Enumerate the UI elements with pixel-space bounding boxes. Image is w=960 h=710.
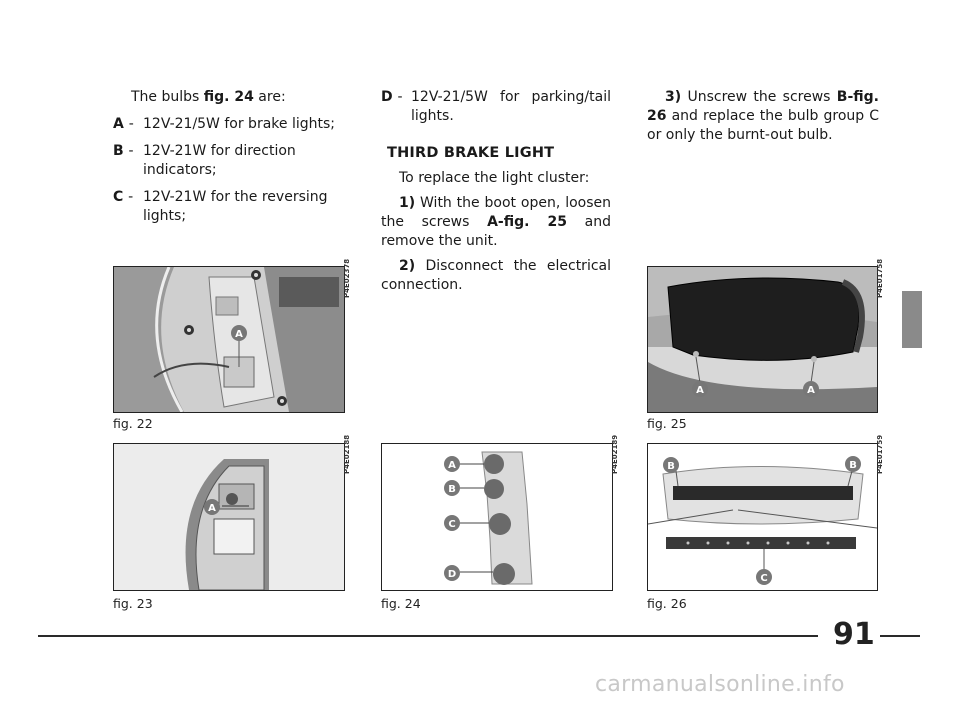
fig23-code: P4E02188 [343, 434, 351, 474]
column-2: D - 12V-21/5W for parking/tail lights. T… [381, 88, 611, 301]
svg-text:A: A [807, 385, 815, 396]
fig26-caption: fig. 26 [647, 596, 687, 611]
svg-text:A: A [448, 460, 456, 471]
callout-c [444, 515, 460, 531]
bulbs-intro: The bulbs fig. 24 are: [131, 89, 286, 105]
intro-text: To replace the light cluster: [399, 170, 590, 186]
step-3: 3) Unscrew the screws B-fig. 26 and repl… [647, 89, 879, 143]
svg-text:B: B [448, 484, 456, 495]
callout-a1 [692, 381, 708, 397]
svg-text:B: B [667, 461, 675, 472]
footer-rule-left [38, 635, 818, 637]
callout-a [231, 325, 247, 341]
svg-text:C: C [760, 573, 767, 584]
column-1: The bulbs fig. 24 are: A - 12V-21/5W for… [113, 88, 345, 234]
bulb-item-c: C - 12V-21W for the reversing lights; [113, 189, 328, 224]
step-2: 2) Disconnect the electrical connection. [381, 258, 611, 293]
svg-text:A: A [208, 503, 216, 514]
callout-d [444, 565, 460, 581]
bulb-item-b: B - 12V-21W for direction indicators; [113, 143, 296, 178]
figure-26-image: B B C [647, 443, 878, 591]
page-number: 91 [833, 617, 875, 652]
fig22-code: P4E02378 [343, 258, 351, 298]
callout-b [444, 480, 460, 496]
callout-b2 [845, 456, 861, 472]
figure-22-image: A [113, 266, 345, 413]
fig25-code: P4E01758 [876, 258, 884, 298]
callout-a [204, 499, 220, 515]
svg-text:A: A [235, 329, 243, 340]
section-heading: THIRD BRAKE LIGHT [387, 145, 555, 161]
footer-rule-right [880, 635, 920, 637]
figure-24-image: A B C D [381, 443, 613, 591]
svg-text:D: D [448, 569, 456, 580]
fig26-code: P4E01759 [876, 434, 884, 474]
svg-text:B: B [849, 460, 857, 471]
bulb-item-a: A - 12V-21/5W for brake lights; [113, 116, 335, 132]
column-3: 3) Unscrew the screws B-fig. 26 and repl… [647, 88, 879, 151]
fig23-caption: fig. 23 [113, 596, 153, 611]
watermark: carmanualsonline.info [595, 672, 845, 697]
section-tab-marker [902, 291, 922, 348]
callout-a2 [803, 381, 819, 397]
callout-c [756, 569, 772, 585]
svg-text:A: A [696, 385, 704, 396]
fig24-code: P4E02189 [611, 434, 619, 474]
bulb-item-d: D - 12V-21/5W for parking/tail lights. [381, 89, 611, 124]
fig24-caption: fig. 24 [381, 596, 421, 611]
step-1: 1) With the boot open, loosen the screws… [381, 195, 611, 249]
callout-a [444, 456, 460, 472]
fig25-caption: fig. 25 [647, 416, 687, 431]
fig22-caption: fig. 22 [113, 416, 153, 431]
callout-b1 [663, 457, 679, 473]
figure-23-image: A [113, 443, 345, 591]
svg-text:C: C [448, 519, 455, 530]
figure-25-image: A A [647, 266, 878, 413]
